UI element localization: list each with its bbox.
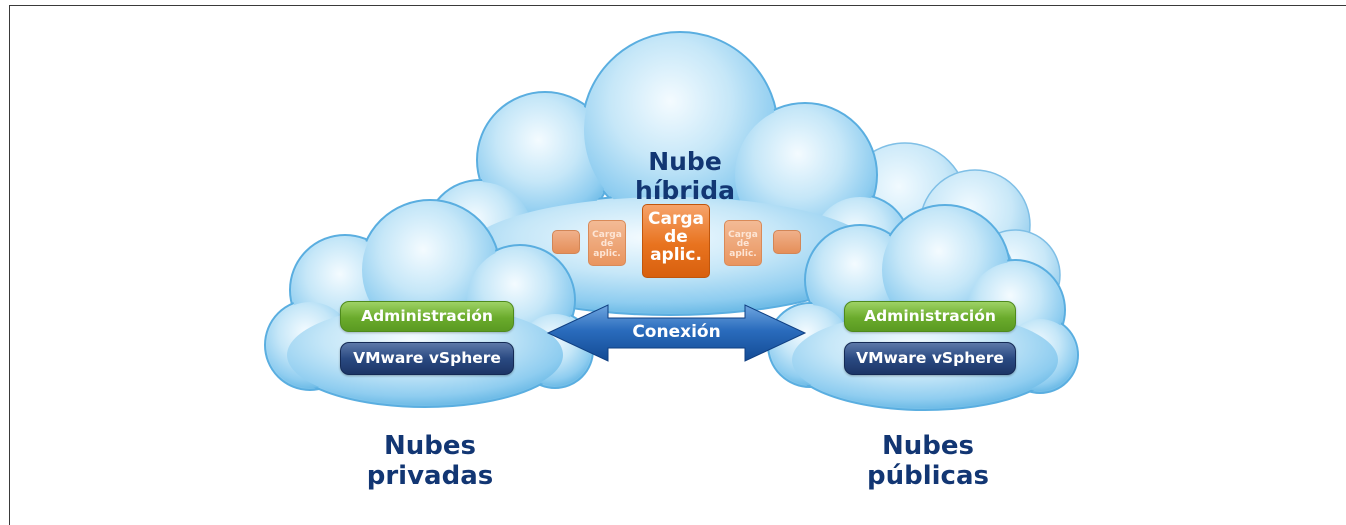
private-caption-line1: Nubes [384, 431, 476, 461]
private-caption-line2: privadas [366, 460, 494, 491]
workload-block-right: Carga de aplic. [724, 220, 762, 266]
connection-label: Conexión [632, 322, 721, 342]
public-caption-line1: Nubes [882, 431, 974, 461]
public-management-badge: Administración [844, 301, 1016, 332]
private-vsphere-badge: VMware vSphere [340, 342, 514, 375]
workload-block-far-left [552, 230, 580, 254]
public-vsphere-badge: VMware vSphere [844, 342, 1016, 375]
public-caption-line2: públicas [867, 460, 989, 491]
workload-block-main: Carga de aplic. [642, 204, 710, 278]
hybrid-title-line1: Nube [648, 147, 722, 176]
workload-block-left: Carga de aplic. [588, 220, 626, 266]
private-management-badge: Administración [340, 301, 514, 332]
workload-block-far-right [773, 230, 801, 254]
figure-frame [9, 5, 1346, 525]
hybrid-cloud-title: Nube híbrida [600, 147, 770, 206]
private-cloud-caption: Nubes privadas [330, 431, 530, 492]
connection-arrow [546, 304, 807, 362]
hybrid-title-line2: híbrida [635, 175, 735, 205]
public-cloud-caption: Nubes públicas [828, 431, 1028, 492]
